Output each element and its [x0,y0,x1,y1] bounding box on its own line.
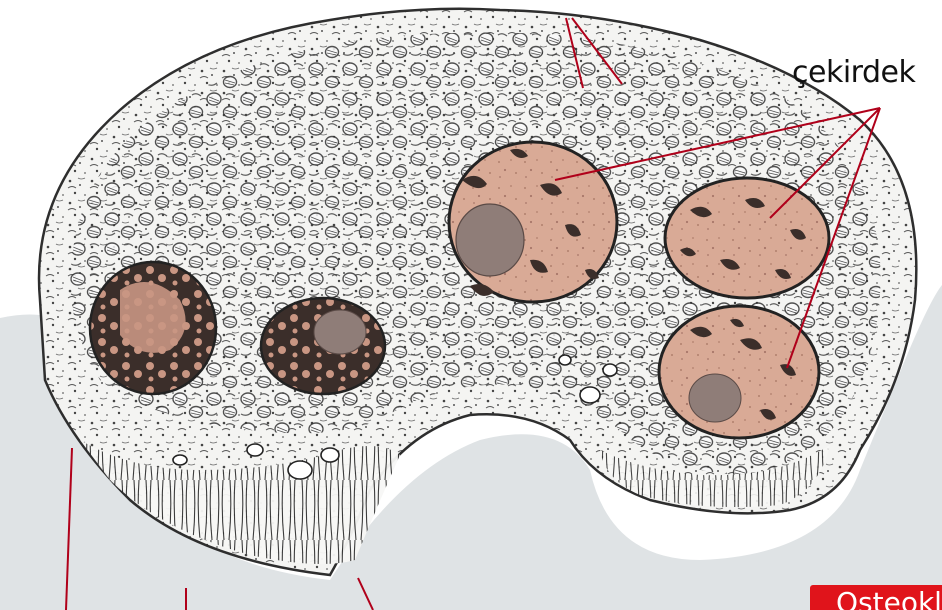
osteoclast-badge: Osteoklast [810,585,942,610]
nucleus-1 [90,262,216,394]
nucleus-3 [449,142,617,302]
nucleus-label: çekirdek [792,55,915,90]
nucleus-5 [659,306,819,438]
osteoclast-badge-label: Osteoklast [836,589,942,610]
nucleus-4 [665,178,829,298]
nucleus-2 [261,298,385,394]
